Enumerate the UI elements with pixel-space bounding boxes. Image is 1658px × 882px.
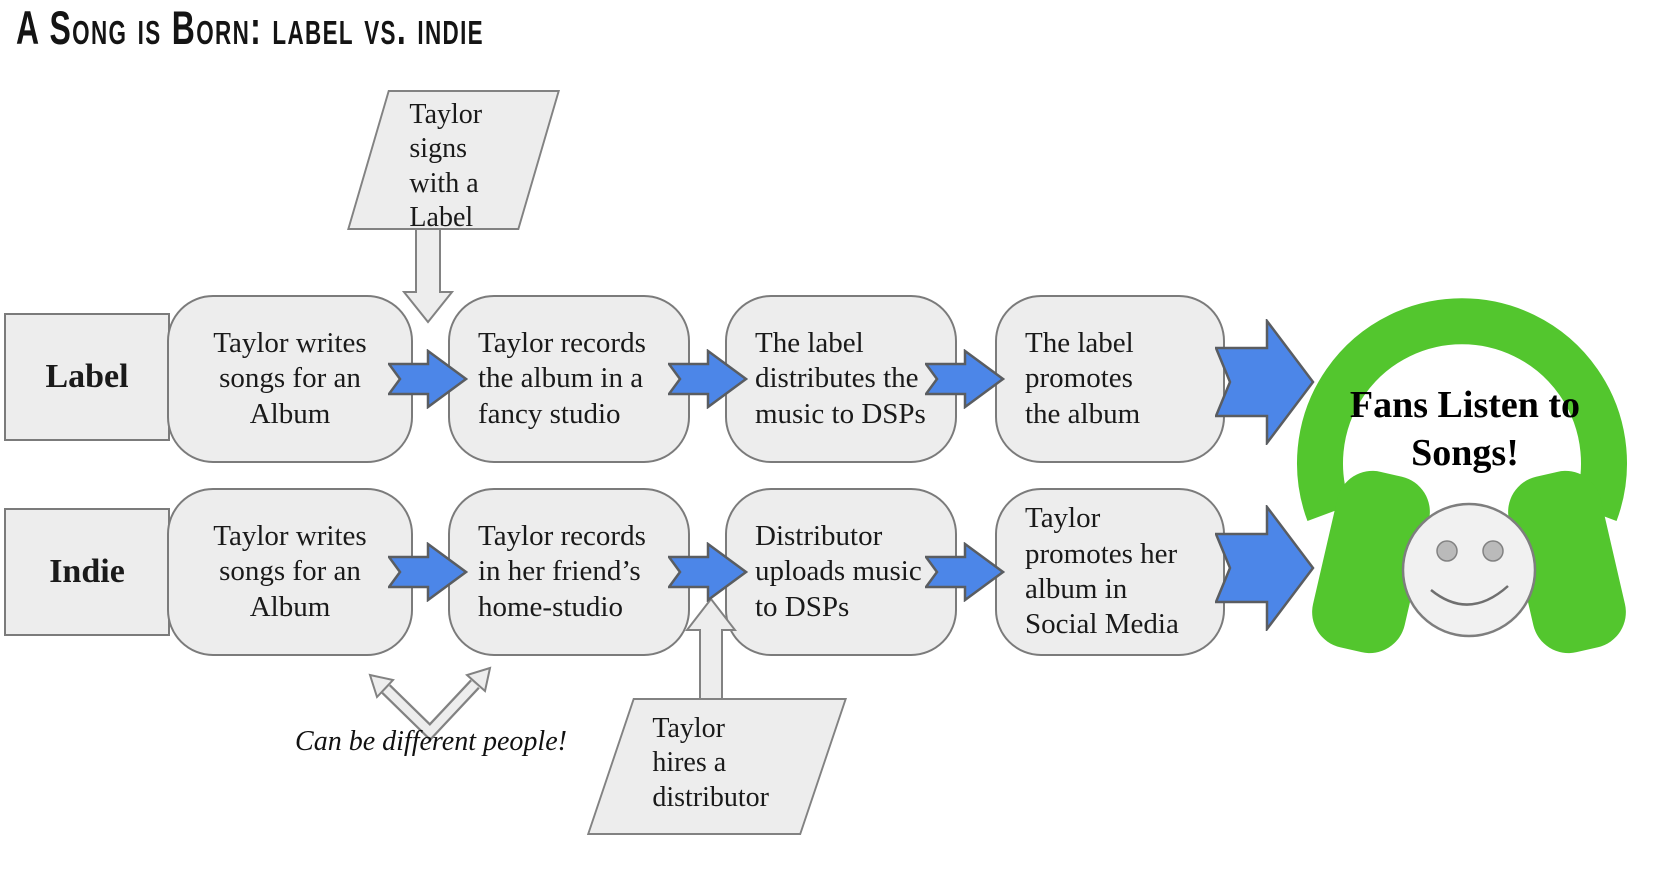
headphones-left-cup — [1312, 470, 1430, 654]
outcome-text: Fans Listen to Songs! — [1349, 384, 1581, 474]
up-arrow-shape — [685, 597, 737, 700]
indie-step-4-text: Taylor promotes her album in Social Medi… — [1025, 502, 1179, 641]
indie-step-4-box: Taylor promotes her album in Social Medi… — [995, 488, 1225, 656]
smiley-left-eye — [1436, 540, 1458, 562]
right-arrow-icon — [388, 349, 468, 409]
right-arrow-shape — [388, 349, 468, 409]
annotation-hires-distributor-text: Taylor hires a distributor — [652, 713, 769, 813]
right-arrow-shape — [668, 349, 748, 409]
smiley-face — [1401, 502, 1537, 638]
headphones-icon — [1297, 298, 1627, 654]
right-arrow-icon — [388, 542, 468, 602]
headphones-band — [1297, 298, 1627, 522]
row-label-indie: Indie — [4, 508, 170, 636]
indie-step-1-box: Taylor writes songs for an Album — [167, 488, 413, 656]
indie-step-2-box: Taylor records in her friend’s home-stud… — [448, 488, 690, 656]
label-step-1-box: Taylor writes songs for an Album — [167, 295, 413, 463]
double-arrow-icon — [368, 666, 492, 742]
label-step-3-text: The label distributes the music to DSPs — [755, 326, 926, 430]
label-step-4-box: The label promotes the album — [995, 295, 1225, 463]
smiley-right-eye — [1482, 540, 1504, 562]
diagram-title: A Song is Born: label vs. indie — [16, 1, 485, 54]
right-arrow-shape — [388, 542, 468, 602]
big-right-arrow-shape — [1215, 319, 1315, 445]
up-arrow-icon — [685, 597, 737, 700]
indie-step-3-box: Distributor uploads music to DSPs — [725, 488, 957, 656]
label-step-1-text: Taylor writes songs for an Album — [213, 326, 367, 430]
right-arrow-icon — [925, 542, 1005, 602]
row-label-label-text: Label — [45, 358, 129, 395]
label-step-4-text: The label promotes the album — [1025, 326, 1141, 430]
big-right-arrow-shape — [1215, 505, 1315, 631]
indie-step-3-text: Distributor uploads music to DSPs — [755, 519, 922, 623]
down-arrow-shape — [402, 228, 454, 324]
right-arrow-icon — [668, 542, 748, 602]
smiley-mouth — [1430, 585, 1509, 606]
right-arrow-shape — [668, 542, 748, 602]
note-can-be-different-people: Can be different people! — [295, 726, 567, 757]
big-right-arrow-icon — [1215, 505, 1315, 631]
label-step-2-text: Taylor records the album in a fancy stud… — [478, 326, 646, 430]
double-arrow-band-outline — [381, 679, 480, 742]
row-label-label: Label — [4, 313, 170, 441]
right-arrow-shape — [925, 542, 1005, 602]
headphones-right-cup — [1508, 470, 1626, 654]
label-step-2-box: Taylor records the album in a fancy stud… — [448, 295, 690, 463]
right-arrow-shape — [925, 349, 1005, 409]
annotation-hires-distributor: Taylor hires a distributor — [586, 698, 847, 835]
label-step-3-box: The label distributes the music to DSPs — [725, 295, 957, 463]
indie-step-2-text: Taylor records in her friend’s home-stud… — [478, 519, 646, 623]
double-arrow-left-head — [368, 673, 395, 699]
double-arrow-band — [383, 681, 479, 739]
down-arrow-icon — [402, 228, 454, 324]
annotation-signs-with-label: Taylor signs with a Label — [347, 90, 560, 233]
big-right-arrow-icon — [1215, 319, 1315, 445]
indie-step-1-text: Taylor writes songs for an Album — [213, 519, 367, 623]
double-arrow-right-head — [465, 666, 492, 693]
annotation-signs-with-label-text: Taylor signs with a Label — [409, 99, 483, 234]
right-arrow-icon — [668, 349, 748, 409]
row-label-indie-text: Indie — [49, 553, 125, 590]
right-arrow-icon — [925, 349, 1005, 409]
